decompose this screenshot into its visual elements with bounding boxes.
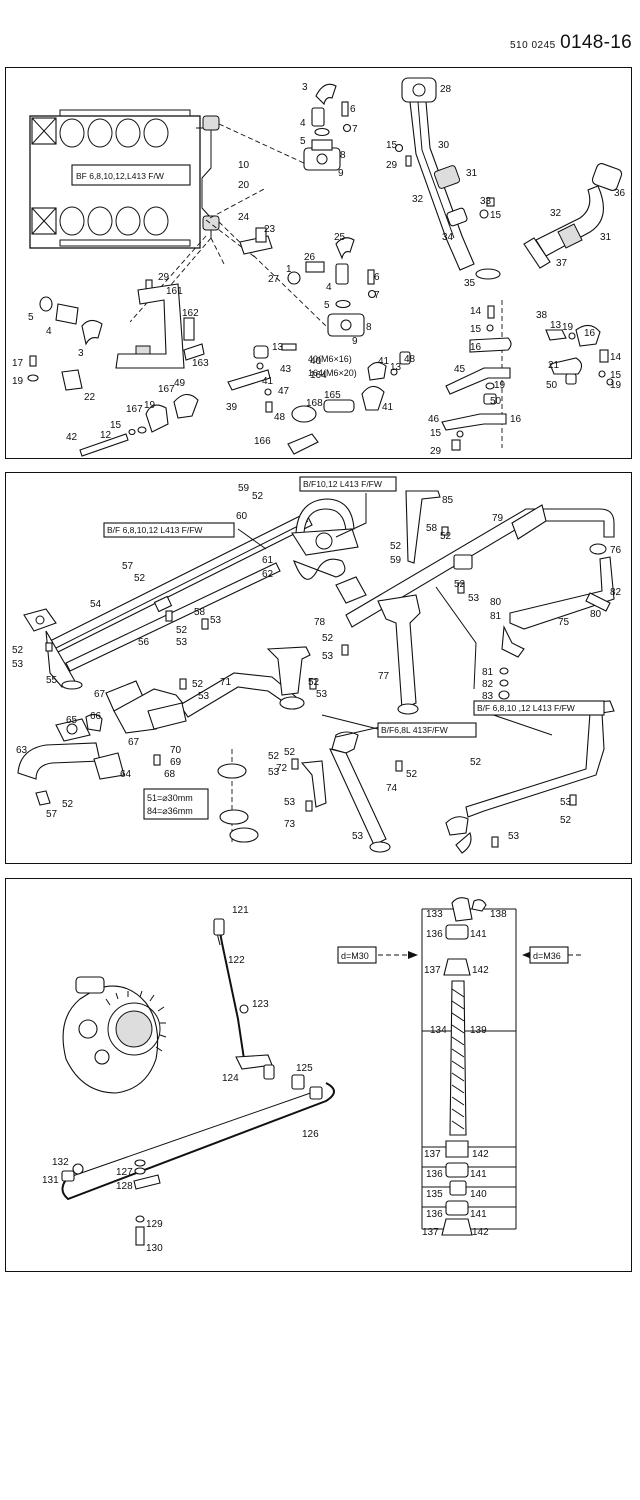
flange-set-51 [217,749,259,843]
exhaust-pipe-elbow [523,163,623,269]
panel2-drawing [17,490,615,854]
tube-74 [445,700,615,854]
fitting-group-upper [303,83,352,171]
exhaust-pipe-right [394,77,501,280]
bracket-85 [405,490,441,564]
engine-block-schematic [29,109,220,249]
small-bolts-panel2 [45,526,577,848]
doc-number-large: 0148-16 [560,32,632,53]
bracket-group-right [441,300,512,451]
long-tube-79 [345,504,615,658]
hose-assembly [346,897,584,1236]
long-tube-54 [23,512,313,690]
document-number: 510 0245 0148-16 [510,32,632,54]
tube-77 [335,576,421,715]
doc-number-small: 510 0245 [509,40,556,51]
panel-exhaust-manifold-parts: BF 6,8,10,12,L413 F/W [5,67,632,459]
elbow-assembly-63 [17,713,125,806]
tube-71 [105,646,311,734]
oil-pump-housing [62,976,167,1094]
panel1-drawing: BF 6,8,10,12,L413 F/W [27,77,623,457]
bracket-lower-center [227,343,297,413]
small-parts-80 [498,592,611,700]
clamp-assembly-center [287,351,411,455]
panel3-drawing [61,897,584,1246]
panel-oil-pan-tube-parts: B/F10,12 L413 F/FW B/F 6,8,10,12 L413 F/… [5,472,632,864]
tube-73 [300,731,391,853]
pipe-126 [61,1082,335,1246]
left-fittings [27,296,103,391]
tee-fittings [239,227,377,337]
clamp-assembly-left [79,393,199,457]
panel-oil-line-parts: d=M30 d=M36 121 122 123 124 125 126 132 … [5,878,632,1272]
oil-pan-assembly-61 [291,498,359,580]
bracket-assembly [115,279,205,369]
bracket-group-far-right [545,324,614,386]
engine-label: BF 6,8,10,12,L413 F/W [76,171,164,181]
pipe-122 [213,918,305,1090]
